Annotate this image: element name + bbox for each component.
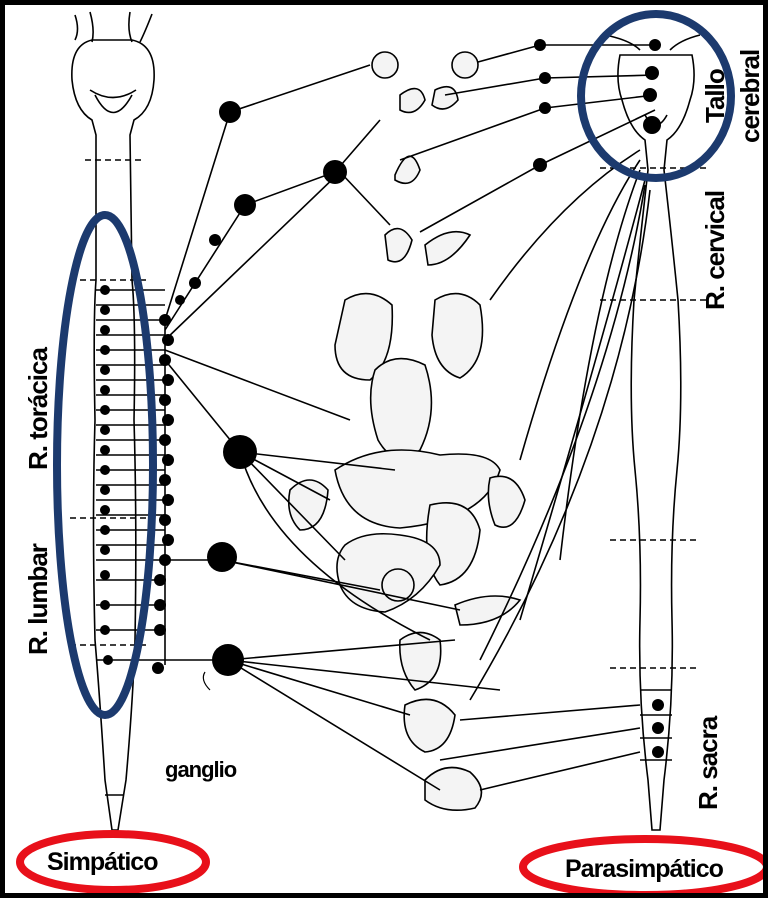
nervous-system-diagram [5, 5, 763, 893]
diagram-canvas: R. torácica R. lumbar R. cervical R. sac… [5, 5, 763, 893]
sympathetic-fibers [96, 65, 500, 790]
label-tallo: Tallo [700, 69, 731, 123]
label-parasimpatico: Parasimpático [565, 855, 723, 884]
label-r-lumbar: R. lumbar [23, 544, 54, 655]
label-r-cervical: R. cervical [700, 191, 731, 310]
label-r-toracica: R. torácica [23, 348, 54, 470]
organs [289, 52, 525, 810]
label-ganglio: ganglio [165, 757, 236, 783]
right-spinal-cord [600, 35, 710, 830]
label-r-sacra: R. sacra [693, 717, 724, 810]
label-simpatico: Simpático [47, 848, 157, 877]
label-cerebral: cerebral [735, 50, 763, 143]
